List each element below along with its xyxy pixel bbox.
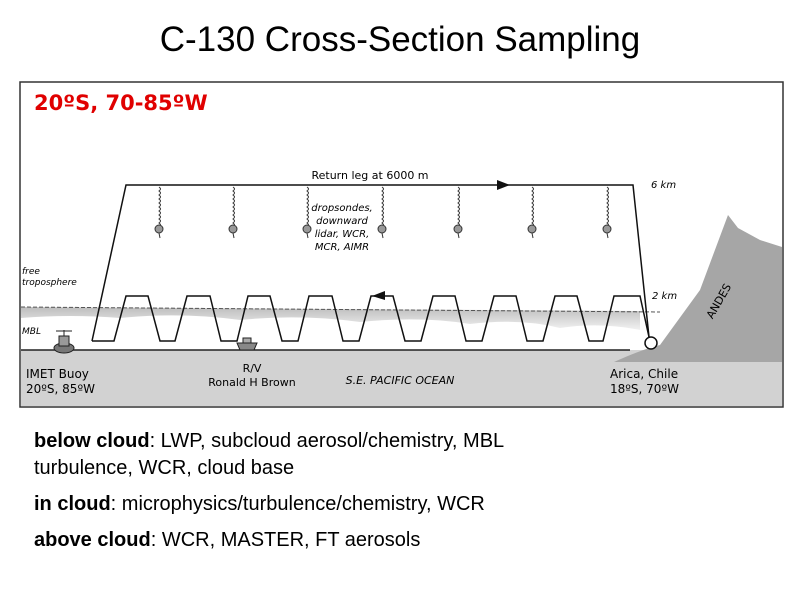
sawtooth-flight-path	[92, 295, 650, 342]
buoy-icon	[53, 330, 75, 354]
ocean-label: S.E. PACIFIC OCEAN	[346, 374, 455, 387]
dropsonde-trail	[606, 186, 609, 228]
region-label: 20ºS, 70-85ºW	[34, 91, 208, 115]
free-troposphere-label: troposphere	[22, 278, 77, 288]
sonde-line	[457, 232, 460, 239]
dropsonde-trail	[381, 186, 384, 228]
outer-flight-path	[91, 184, 650, 342]
bullet-text: : microphysics/turbulence/chemistry, WCR	[110, 493, 485, 515]
ship-icon	[236, 337, 258, 351]
altitude-2km-label: 2 km	[652, 291, 677, 302]
sampling-list: below cloud: LWP, subcloud aerosol/chemi…	[34, 428, 504, 563]
arica-label: Arica, Chile	[610, 367, 678, 381]
dropsonde-trail	[531, 186, 534, 228]
return-leg-label: Return leg at 6000 m	[311, 169, 428, 182]
altitude-6km-label: 6 km	[651, 180, 676, 191]
sonde-line	[306, 232, 309, 239]
bullet-text: : WCR, MASTER, FT aerosols	[150, 529, 421, 551]
free-troposphere-label: free	[22, 267, 40, 277]
slide-title: C-130 Cross-Section Sampling	[159, 20, 641, 59]
instrument-line: downward	[316, 216, 368, 227]
sonde-line	[381, 232, 384, 239]
arica-airport-marker	[644, 336, 658, 350]
bullet-label: in cloud	[34, 493, 111, 515]
dropsonde-trail	[457, 186, 460, 228]
sonde-line	[531, 232, 534, 239]
parachute-icon	[302, 224, 312, 234]
sonde-line	[606, 232, 609, 239]
parachute-icon	[377, 224, 387, 234]
arica-coords: 18ºS, 70ºW	[610, 382, 679, 396]
cloud-top-line	[20, 306, 661, 313]
arrow-right-icon	[497, 180, 510, 190]
bullet-in-cloud: in cloud: microphysics/turbulence/chemis…	[34, 491, 504, 518]
bullet-text: : LWP, subcloud aerosol/chemistry, MBL	[149, 430, 505, 452]
ship-name: Ronald H Brown	[208, 376, 295, 389]
parachute-icon	[154, 224, 164, 234]
ship-label: R/V	[243, 362, 262, 375]
dropsondes	[154, 186, 612, 239]
bullet-below-cloud: below cloud: LWP, subcloud aerosol/chemi…	[34, 428, 504, 482]
instrument-line: dropsondes,	[311, 203, 372, 214]
mbl-label: MBL	[22, 327, 41, 337]
instruments-label: dropsondes, downward lidar, WCR, MCR, AI…	[311, 203, 372, 253]
parachute-icon	[527, 224, 537, 234]
andes-mountains	[614, 215, 782, 362]
parachute-icon	[228, 224, 238, 234]
instrument-line: lidar, WCR,	[315, 229, 370, 240]
sonde-line	[158, 232, 161, 239]
dropsonde-trail	[158, 186, 161, 228]
buoy-coords: 20ºS, 85ºW	[26, 382, 95, 396]
parachute-icon	[602, 224, 612, 234]
bullet-above-cloud: above cloud: WCR, MASTER, FT aerosols	[34, 527, 504, 554]
dropsonde-trail	[306, 186, 309, 228]
arrow-left-icon	[372, 291, 385, 300]
bullet-label: above cloud	[34, 529, 151, 551]
bullet-text: turbulence, WCR, cloud base	[34, 457, 295, 479]
instrument-line: MCR, AIMR	[315, 242, 369, 253]
buoy-label: IMET Buoy	[26, 367, 89, 381]
sonde-line	[232, 232, 235, 239]
cloud-layer	[21, 307, 640, 330]
parachute-icon	[453, 224, 463, 234]
bullet-label: below cloud	[34, 430, 150, 452]
dropsonde-trail	[232, 186, 235, 228]
